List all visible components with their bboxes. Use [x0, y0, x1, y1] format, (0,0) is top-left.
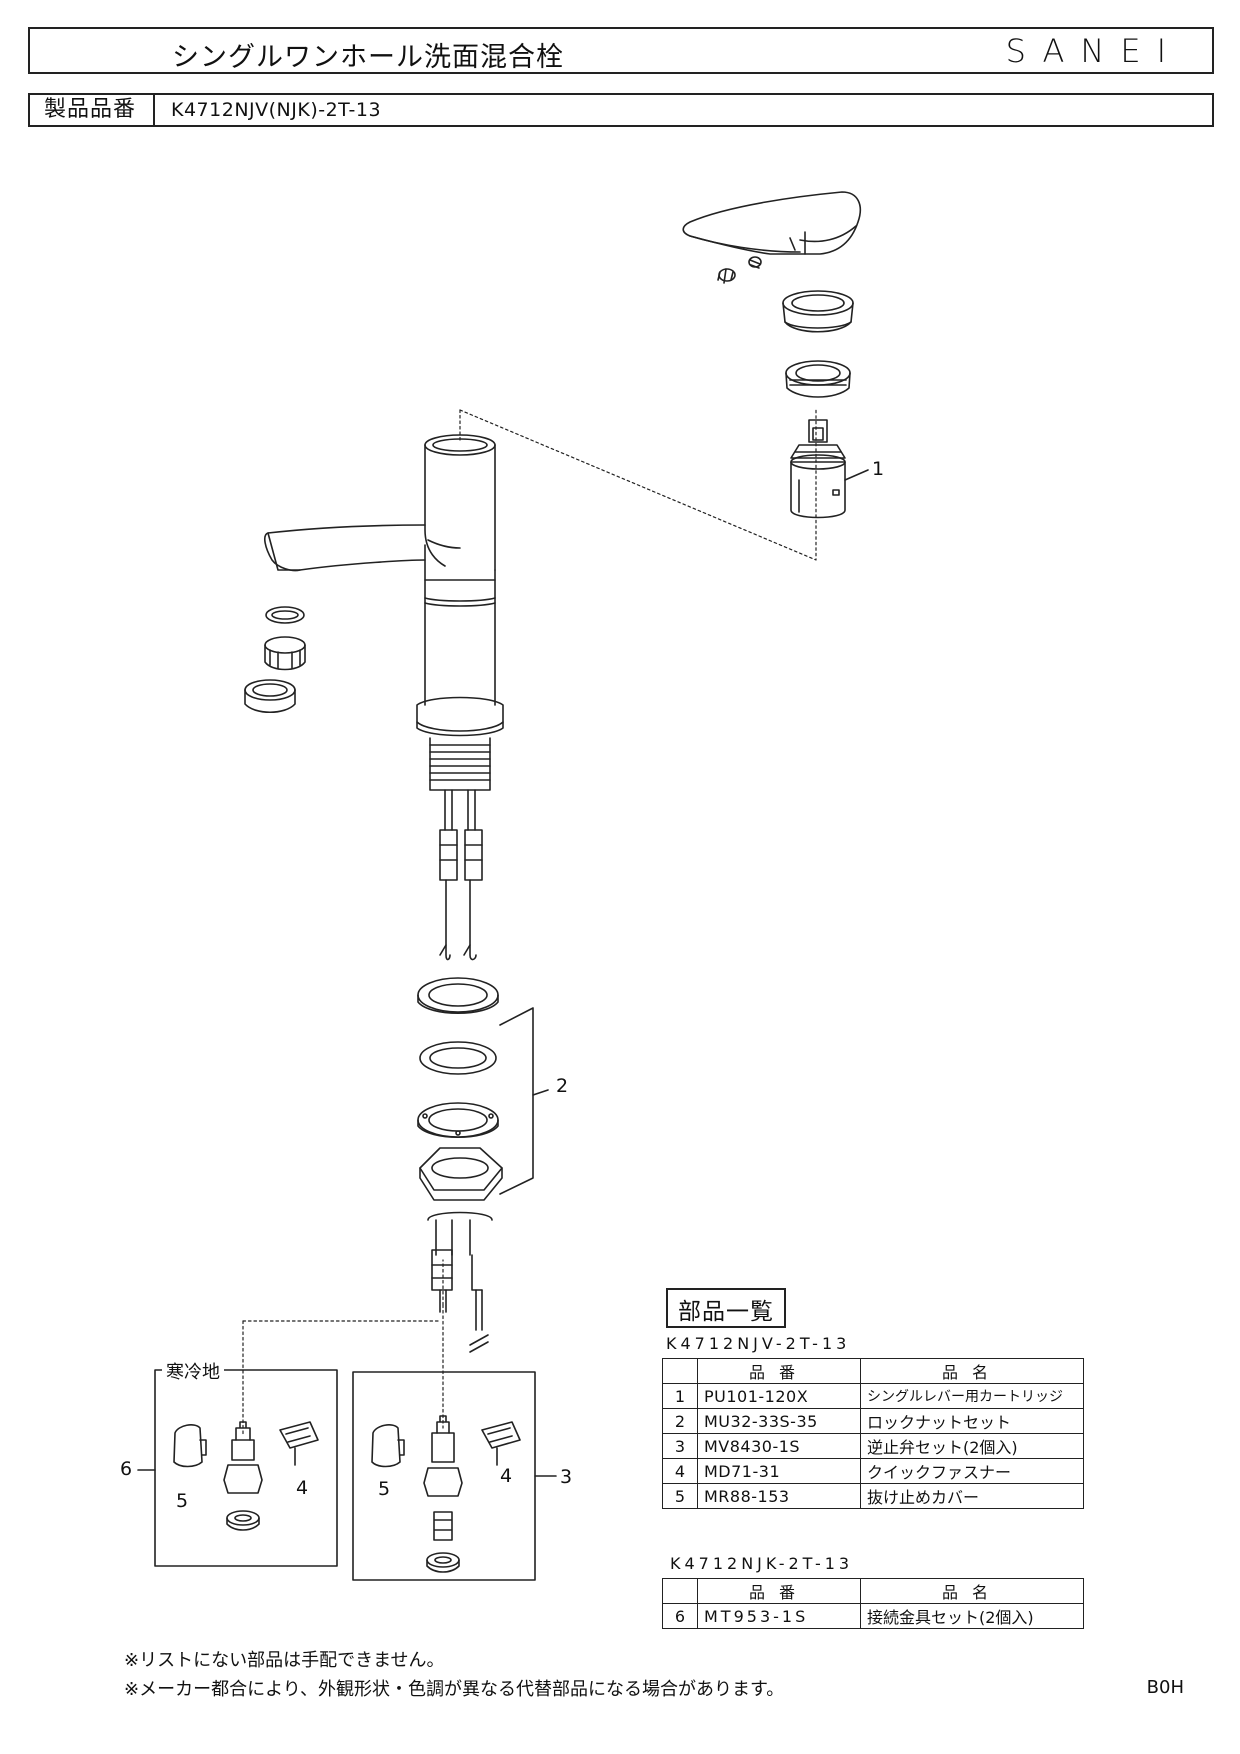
model-label: 製品品番	[30, 95, 155, 125]
supply-hoses	[427, 1211, 493, 1353]
cold-region-box	[137, 1369, 338, 1567]
header-code: 品番	[697, 1578, 861, 1604]
table1-caption: K4712NJV-2T-13	[666, 1334, 851, 1353]
table-row: 2 MU32-33S-35 ロックナットセット	[662, 1408, 1084, 1434]
cartridge	[790, 419, 869, 519]
callout-2: 2	[556, 1075, 569, 1097]
header-code: 品番	[697, 1358, 861, 1384]
parts-table-njk: 品番 品名 6 MT953-1S 接続金具セット(2個入)	[662, 1578, 1084, 1629]
parts-list-title: 部品一覧	[666, 1288, 786, 1328]
note-line: ※リストにない部品は手配できません。	[124, 1650, 445, 1671]
table-row: 5 MR88-153 抜け止めカバー	[662, 1483, 1084, 1509]
row-no: 2	[662, 1408, 698, 1434]
row-no: 6	[662, 1603, 698, 1629]
cover-cap	[782, 290, 854, 333]
callout-1: 1	[872, 458, 885, 480]
header-name: 品名	[860, 1358, 1084, 1384]
row-no: 4	[662, 1458, 698, 1484]
table-row: 6 MT953-1S 接続金具セット(2個入)	[662, 1603, 1084, 1629]
note-line: ※メーカー都合により、外観形状・色調が異なる代替部品になる場合があります。	[124, 1679, 785, 1700]
lever-handle	[682, 191, 862, 255]
header-no	[662, 1578, 698, 1604]
row-code: MU32-33S-35	[697, 1408, 861, 1434]
row-name: クイックファスナー	[860, 1458, 1084, 1484]
model-number-bar: 製品品番 K4712NJV(NJK)-2T-13	[28, 93, 1214, 127]
guide-lines	[242, 407, 817, 1436]
page-code: B0H	[1146, 1677, 1184, 1698]
set-screw	[717, 256, 762, 284]
table-row: 3 MV8430-1S 逆止弁セット(2個入)	[662, 1433, 1084, 1459]
faucet-body	[263, 434, 504, 961]
row-code: MT953-1S	[697, 1603, 861, 1629]
row-no: 3	[662, 1433, 698, 1459]
row-name: 逆止弁セット(2個入)	[860, 1433, 1084, 1459]
brand-logo: SANEI	[1005, 32, 1182, 70]
table-header-row: 品番 品名	[662, 1358, 1084, 1384]
row-name: シングルレバー用カートリッジ	[860, 1383, 1084, 1409]
cold-region-label: 寒冷地	[162, 1358, 224, 1384]
callout-6: 6	[120, 1458, 133, 1480]
row-no: 5	[662, 1483, 698, 1509]
row-code: MR88-153	[697, 1483, 861, 1509]
callout-3: 3	[560, 1466, 573, 1488]
title-bar: シングルワンホール洗面混合栓 SANEI	[28, 27, 1214, 74]
table2-caption: K4712NJK-2T-13	[670, 1554, 854, 1573]
callout-5: 5	[378, 1478, 391, 1500]
check-valve-box	[352, 1371, 557, 1581]
cartridge-nut	[785, 360, 851, 398]
row-code: MD71-31	[697, 1458, 861, 1484]
model-value: K4712NJV(NJK)-2T-13	[171, 99, 382, 121]
check-valve-parts	[371, 1415, 521, 1573]
table-row: 4 MD71-31 クイックファスナー	[662, 1458, 1084, 1484]
cold-region-parts	[173, 1421, 319, 1531]
row-no: 1	[662, 1383, 698, 1409]
row-code: PU101-120X	[697, 1383, 861, 1409]
row-name: 抜け止めカバー	[860, 1483, 1084, 1509]
locknut-set	[417, 977, 549, 1201]
notes: ※リストにない部品は手配できません。 ※メーカー都合により、外観形状・色調が異な…	[124, 1646, 784, 1704]
header-name: 品名	[860, 1578, 1084, 1604]
callout-5-cold: 5	[176, 1490, 189, 1512]
parts-table-njv: 品番 品名 1 PU101-120X シングルレバー用カートリッジ 2 MU32…	[662, 1358, 1084, 1509]
callout-4-cold: 4	[296, 1477, 309, 1499]
row-code: MV8430-1S	[697, 1433, 861, 1459]
aerator-parts	[244, 606, 306, 714]
page-title: シングルワンホール洗面混合栓	[172, 42, 564, 73]
row-name: 接続金具セット(2個入)	[860, 1603, 1084, 1629]
table-row: 1 PU101-120X シングルレバー用カートリッジ	[662, 1383, 1084, 1409]
header-no	[662, 1358, 698, 1384]
row-name: ロックナットセット	[860, 1408, 1084, 1434]
table-header-row: 品番 品名	[662, 1578, 1084, 1604]
callout-4: 4	[500, 1465, 513, 1487]
